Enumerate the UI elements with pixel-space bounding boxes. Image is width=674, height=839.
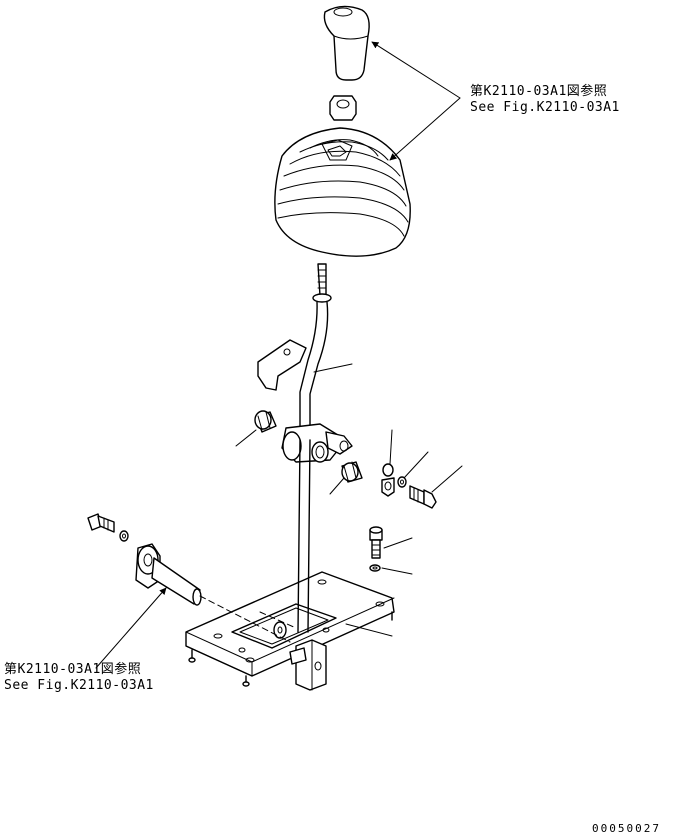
washer-vertical — [369, 564, 381, 572]
washer-left — [119, 530, 129, 542]
rod-end — [381, 463, 395, 497]
leader-lines — [235, 363, 463, 637]
lower-lever-arm — [273, 439, 327, 691]
bolt-vertical — [369, 526, 383, 559]
washer-right — [397, 476, 407, 488]
callout-top-jp: 第K2110-03A1図参照 — [470, 84, 608, 99]
drawing-code: 00050027 — [592, 822, 661, 835]
callout-arrows — [95, 41, 461, 669]
lever-bracket — [257, 339, 307, 391]
pivot-shaft — [135, 543, 202, 606]
knob-nut — [329, 95, 357, 121]
callout-left-jp: 第K2110-03A1図参照 — [4, 662, 142, 677]
shift-knob — [323, 5, 370, 81]
callout-top-en: See Fig.K2110-03A1 — [470, 100, 620, 115]
bolt-left — [87, 513, 115, 533]
bushing-lower — [341, 461, 363, 483]
shift-lever — [299, 263, 332, 441]
callout-left-en: See Fig.K2110-03A1 — [4, 678, 154, 693]
callout-top: 第K2110-03A1図参照 See Fig.K2110-03A1 — [470, 84, 620, 116]
lever-hub — [281, 423, 353, 463]
base-plate — [185, 571, 395, 687]
callout-left: 第K2110-03A1図参照 See Fig.K2110-03A1 — [4, 662, 154, 694]
rubber-boot — [274, 127, 411, 257]
bolt-right — [409, 485, 437, 509]
bushing-upper — [254, 410, 277, 433]
